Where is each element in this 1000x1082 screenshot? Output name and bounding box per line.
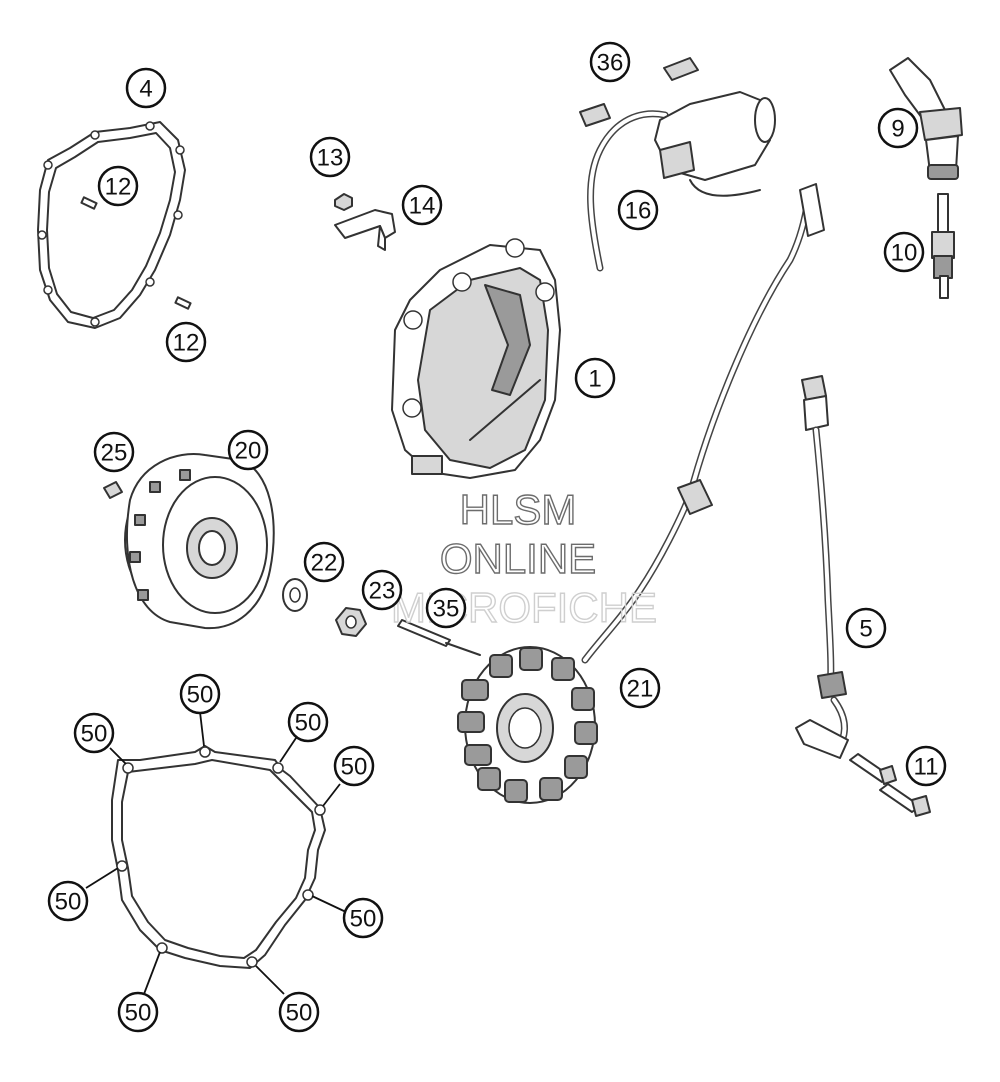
callout-13: 13 (309, 136, 351, 178)
callout-22: 22 (303, 541, 345, 583)
callout-5: 5 (845, 607, 887, 649)
svg-text:25: 25 (101, 440, 128, 467)
callout-35: 35 (425, 587, 467, 629)
svg-text:11: 11 (914, 754, 939, 781)
svg-text:13: 13 (317, 145, 344, 172)
callout-21: 21 (619, 667, 661, 709)
callout-12-bottom: 12 (165, 321, 207, 363)
watermark-line-1: HLSM (460, 486, 577, 533)
callout-14: 14 (401, 184, 443, 226)
callout-16: 16 (617, 189, 659, 231)
cover-gasket-part (37, 121, 192, 329)
callout-4: 4 (125, 67, 167, 109)
stator-screw-part (397, 619, 481, 656)
woodruff-key-part (103, 481, 123, 499)
svg-text:50: 50 (295, 710, 322, 737)
svg-text:12: 12 (105, 174, 132, 201)
svg-text:50: 50 (341, 754, 368, 781)
svg-text:4: 4 (139, 76, 152, 103)
svg-text:1: 1 (588, 366, 601, 393)
ignition-coil-part (579, 57, 776, 272)
svg-text:50: 50 (55, 889, 82, 916)
callout-50-a: 50 (73, 712, 115, 754)
bracket-part (334, 193, 396, 251)
callout-11: 11 (905, 745, 947, 787)
washer-part (282, 578, 308, 612)
svg-text:22: 22 (311, 550, 338, 577)
flywheel-part (124, 453, 275, 630)
callout-50-g: 50 (117, 991, 159, 1033)
callout-50-e: 50 (47, 880, 89, 922)
svg-text:50: 50 (350, 906, 377, 933)
svg-text:10: 10 (891, 240, 918, 267)
callout-23: 23 (361, 569, 403, 611)
gasket-leader-lines (85, 711, 347, 995)
watermark-line-2: ONLINE (440, 535, 596, 582)
svg-text:23: 23 (369, 578, 396, 605)
svg-text:14: 14 (409, 193, 436, 220)
callout-9: 9 (877, 107, 919, 149)
svg-text:5: 5 (859, 616, 872, 643)
spark-plug-cap-part (889, 57, 963, 180)
svg-text:50: 50 (125, 1000, 152, 1027)
nut-part (335, 607, 367, 637)
svg-text:9: 9 (891, 116, 904, 143)
callout-10: 10 (883, 231, 925, 273)
lower-gasket-part (111, 745, 326, 969)
callout-50-d: 50 (333, 745, 375, 787)
callout-50-f: 50 (342, 897, 384, 939)
callout-25: 25 (93, 431, 135, 473)
callout-50-c: 50 (287, 701, 329, 743)
spark-plug-part (931, 193, 955, 299)
svg-text:20: 20 (235, 438, 262, 465)
svg-text:35: 35 (433, 596, 460, 623)
svg-text:50: 50 (187, 682, 214, 709)
svg-text:12: 12 (173, 330, 200, 357)
pickup-sensor-part (795, 375, 931, 817)
svg-text:50: 50 (81, 721, 108, 748)
svg-text:36: 36 (597, 50, 624, 77)
svg-text:21: 21 (627, 676, 654, 703)
callout-36: 36 (589, 41, 631, 83)
callout-20: 20 (227, 429, 269, 471)
callout-50-b: 50 (179, 673, 221, 715)
callout-50-h: 50 (278, 991, 320, 1033)
svg-text:50: 50 (286, 1000, 313, 1027)
callout-1: 1 (574, 357, 616, 399)
stator-part (457, 183, 825, 804)
ignition-cover-part (391, 238, 561, 479)
callout-badges: 1 4 5 9 10 11 12 12 13 14 16 20 21 22 23… (47, 41, 947, 1033)
callout-12-top: 12 (97, 165, 139, 207)
svg-text:16: 16 (625, 198, 652, 225)
